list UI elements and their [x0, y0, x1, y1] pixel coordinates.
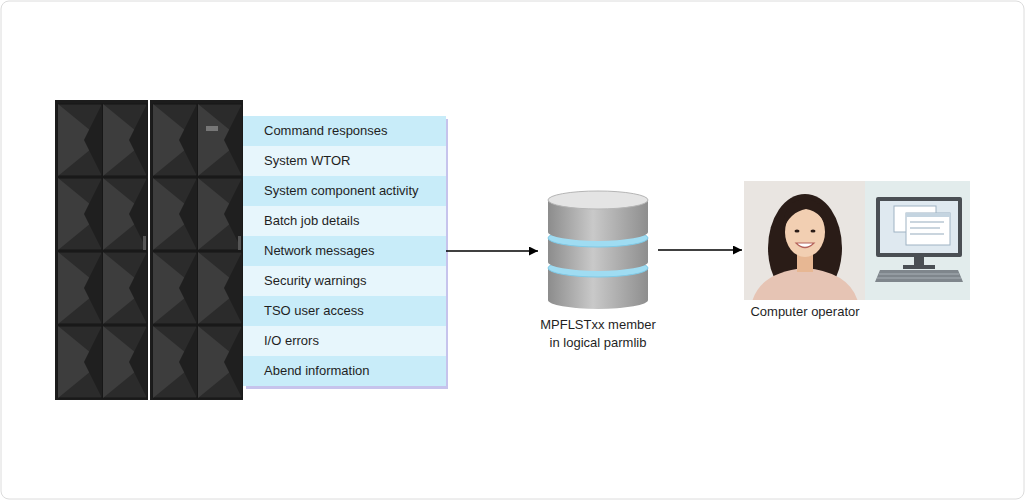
message-type-label: TSO user access — [243, 296, 446, 326]
message-band: I/O errors — [243, 326, 446, 356]
parmlib-member: MPFLSTxx member in logical parmlib — [538, 188, 658, 348]
window-bar — [906, 213, 950, 217]
node-caption: MPFLSTxx member in logical parmlib — [538, 316, 658, 352]
keyboard — [875, 270, 963, 282]
smile — [796, 243, 814, 248]
rack-frame — [55, 100, 148, 400]
message-type-label: System component activity — [243, 176, 446, 206]
rack-panel — [153, 178, 197, 250]
rack-badge — [206, 126, 218, 131]
rack-handle — [238, 236, 241, 250]
message-type-label: Batch job details — [243, 206, 446, 236]
message-band: System component activity — [243, 176, 446, 206]
node-caption: Computer operator — [742, 303, 868, 321]
monitor-background — [865, 181, 970, 300]
message-type-label: Abend information — [243, 356, 446, 386]
message-band: Security warnings — [243, 266, 446, 296]
window-line — [910, 233, 944, 235]
top — [752, 268, 858, 300]
rack-panel — [58, 326, 102, 398]
rack-panel — [58, 178, 102, 250]
monitor-frame — [876, 197, 962, 257]
message-type-label: System WTOR — [243, 146, 446, 176]
rack-panel — [153, 326, 197, 398]
message-band: Command responses — [243, 116, 446, 146]
rack-panel — [153, 104, 197, 176]
rack-panel — [198, 252, 242, 324]
rack-panel — [198, 104, 242, 176]
message-band: TSO user access — [243, 296, 446, 326]
monitor-base — [903, 265, 935, 269]
rack-panel — [103, 252, 147, 324]
database-cylinder — [538, 188, 658, 312]
rack-panel — [153, 252, 197, 324]
monitor-illustration — [865, 181, 970, 300]
rack-panel — [103, 326, 147, 398]
message-band: Abend information — [243, 356, 446, 386]
window-line — [910, 227, 940, 229]
rack-frame — [150, 100, 243, 400]
rack-panel — [198, 178, 242, 250]
eye — [811, 229, 816, 232]
screen-window — [906, 213, 950, 245]
monitor-stand — [914, 257, 924, 266]
cylinder-top — [548, 191, 648, 209]
message-type-label: Network messages — [243, 236, 446, 266]
rack-panel — [103, 178, 147, 250]
message-band: Network messages — [243, 236, 446, 266]
flow-arrow — [446, 250, 538, 252]
message-type-label: Command responses — [243, 116, 446, 146]
rack-panel — [58, 104, 102, 176]
keyboard-row — [877, 278, 961, 279]
operator-node: Computer operator — [742, 180, 972, 322]
message-band: System WTOR — [243, 146, 446, 176]
rack-panel — [198, 326, 242, 398]
eye — [795, 229, 800, 232]
rack-handle — [143, 236, 146, 250]
flow-arrow — [658, 249, 742, 251]
message-band: Batch job details — [243, 206, 446, 236]
mainframe-illustration — [55, 100, 243, 400]
hair-fringe — [783, 199, 828, 232]
operator-photo — [744, 181, 865, 300]
monitor-screen — [880, 201, 958, 253]
rack-panel — [103, 104, 147, 176]
rack-panel — [58, 252, 102, 324]
window-line — [910, 221, 944, 223]
keyboard-row — [879, 274, 959, 275]
message-type-label: Security warnings — [243, 266, 446, 296]
message-type-label: I/O errors — [243, 326, 446, 356]
